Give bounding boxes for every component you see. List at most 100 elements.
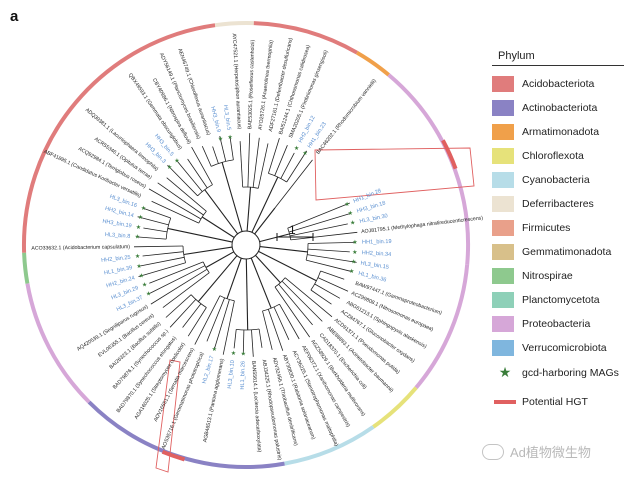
mag-leaf-label: HL3_bin.8 <box>105 232 131 240</box>
star-icon: ★ <box>139 272 144 279</box>
reference-leaf-label: AYC47521.1 (Herpetosiphon aurantiacus) <box>231 33 242 129</box>
panel-label: a <box>10 8 19 25</box>
legend-swatch <box>492 196 514 212</box>
legend-swatch <box>492 172 514 188</box>
star-icon: ★ <box>498 364 512 380</box>
reference-leaf-label: BAC46202.1 (Rhodomicrobium vannielii) <box>315 78 378 156</box>
legend-item: Acidobacteriota <box>492 72 624 96</box>
legend-swatch <box>492 244 514 260</box>
mag-leaf-label: HL1_bin.36 <box>358 271 387 284</box>
mag-leaf-label: HL2_bin.17 <box>202 355 216 384</box>
tree-branch <box>162 272 210 308</box>
mag-leaf-label: HL3_bin.30 <box>359 213 388 225</box>
mag-leaf-label: HL3_bin.10 <box>227 360 236 389</box>
tree-branch <box>157 182 204 216</box>
tree-branch <box>246 187 252 232</box>
tree-branch <box>191 146 213 185</box>
watermark: Ad植物微生物 <box>482 442 591 461</box>
star-icon: ★ <box>167 164 172 171</box>
tree-branch <box>194 295 221 345</box>
tree-branch <box>262 310 273 350</box>
tree-branch <box>251 329 254 357</box>
tree-branch <box>268 137 280 174</box>
hgt-box <box>155 359 181 473</box>
tree-branch <box>307 248 350 253</box>
hgt-marker-legend: Potential HGT <box>494 396 588 408</box>
legend-item: Firmicutes <box>492 216 624 240</box>
tree-branch <box>287 202 350 229</box>
star-icon: ★ <box>135 233 140 240</box>
phylum-arc <box>372 386 418 429</box>
star-icon: ★ <box>302 150 307 157</box>
phylum-arc <box>387 73 470 265</box>
tree-branch <box>274 145 288 176</box>
legend-item: Nitrospirae <box>492 264 624 288</box>
mag-leaf-label: HH2_bin.14 <box>104 206 134 219</box>
tree-branch <box>273 306 290 340</box>
phylum-arc <box>355 50 390 77</box>
star-icon: ★ <box>146 291 151 298</box>
phylogenetic-tree: HH1_bin.28★HH3_bin.18★HL3_bin.30★AOJ8179… <box>22 20 484 473</box>
legend-swatch <box>492 220 514 236</box>
star-icon: ★ <box>241 351 246 358</box>
tree-branch <box>254 207 276 235</box>
tree-branch <box>197 255 238 302</box>
mag-leaf-label: HH1_bin.19 <box>362 239 392 246</box>
gcd-marker-legend: ★ gcd-harboring MAGs <box>494 364 619 381</box>
tree-branch <box>149 261 204 284</box>
phylum-arc <box>414 264 470 389</box>
tree-branch <box>317 277 349 292</box>
tree-branch <box>222 300 235 355</box>
star-icon: ★ <box>135 253 140 260</box>
reference-leaf-label: ACO33632.1 (Acidobacterium capsulatum) <box>31 244 130 252</box>
tree-branch <box>258 250 317 282</box>
legend-label: Actinobacteriota <box>522 102 598 114</box>
tree-branch <box>281 280 323 322</box>
star-icon: ★ <box>218 136 223 143</box>
tree-branch <box>183 246 233 256</box>
legend-label: Proteobacteria <box>522 318 591 330</box>
legend-swatch <box>492 340 514 356</box>
tree-branch <box>274 286 311 338</box>
tree-branch <box>149 265 206 294</box>
scale-bar-label: 1 <box>289 223 296 237</box>
legend-swatch <box>492 76 514 92</box>
tree-branch <box>290 231 358 241</box>
tree-branch <box>278 283 313 326</box>
star-icon: ★ <box>352 249 357 256</box>
tree-branch <box>267 309 284 351</box>
wechat-icon <box>482 443 504 460</box>
tree-branch <box>284 277 333 318</box>
tree-branch <box>250 257 272 309</box>
tree-branch <box>251 176 279 233</box>
tree-branch <box>229 138 234 160</box>
star-icon: ★ <box>136 224 141 231</box>
legend-label: Nitrospirae <box>522 270 573 282</box>
tree-branch <box>212 146 219 164</box>
legend-swatch <box>492 316 514 332</box>
phylum-arc <box>284 425 375 466</box>
legend-label: Cyanobacteria <box>522 174 590 186</box>
tree-branch <box>204 189 239 235</box>
legend-label: Gemmatimonadota <box>522 246 612 258</box>
tree-branch <box>239 141 244 188</box>
tree-branch <box>314 283 341 299</box>
tree-branch <box>138 236 167 240</box>
scale-bar <box>276 233 314 241</box>
tree-branch <box>252 137 260 188</box>
legend-item: Actinobacteriota <box>492 96 624 120</box>
legend-item: Deferribacteres <box>492 192 624 216</box>
legend-item: Planctomycetota <box>492 288 624 312</box>
tree-branch <box>206 297 225 342</box>
tree-branch <box>320 270 345 280</box>
mag-leaf-label: HH3_bin.19 <box>102 219 132 230</box>
legend-label: Acidobacteriota <box>522 78 595 90</box>
legend-label: Deferribacteres <box>522 198 594 210</box>
tree-branch <box>182 303 202 328</box>
tree-branch <box>214 299 230 349</box>
reference-leaf-label: BAN55614.1 (Leclercia adecarboxylata) <box>250 361 262 453</box>
tree-branch <box>201 146 212 167</box>
mag-leaf-label: HL3_bin.5 <box>222 105 232 131</box>
tree-branch <box>177 161 203 192</box>
